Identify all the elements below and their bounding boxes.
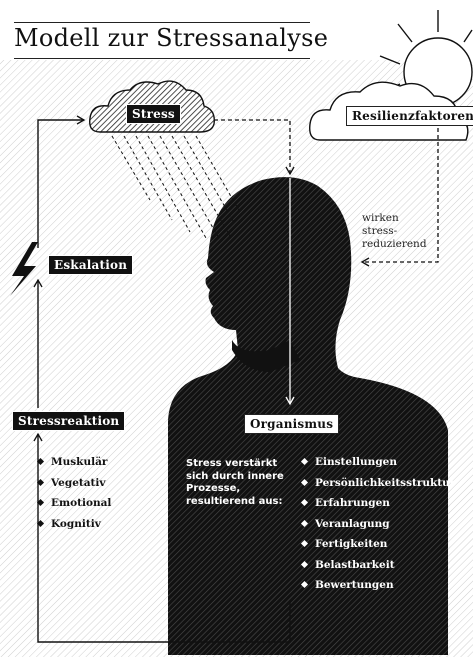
page-title: Modell zur Stressanalyse: [14, 24, 329, 52]
organism-description-line: resultierend aus:: [186, 495, 283, 507]
bullet-icon: [300, 457, 309, 466]
dashed-arrows: [214, 119, 439, 267]
list-item: Erfahrungen: [300, 497, 455, 518]
feedback-loop-arrows: [33, 115, 291, 643]
lightning-icon: [10, 242, 38, 296]
stress-reaction-label: Stressreaktion: [12, 411, 126, 431]
list-item: Einstellungen: [300, 456, 455, 477]
list-item-label: Fertigkeiten: [315, 538, 388, 550]
reaction-list: Muskulär Vegetativ Emotional Kognitiv: [36, 456, 111, 538]
resilience-label: Resilienzfaktoren: [346, 106, 473, 126]
list-item: Vegetativ: [36, 477, 111, 498]
list-item: Muskulär: [36, 456, 111, 477]
stress-label: Stress: [126, 104, 181, 124]
resilience-note-line: wirken: [362, 212, 399, 224]
bullet-icon: [300, 519, 309, 527]
list-item-label: Belastbarkeit: [315, 558, 395, 571]
bullet-icon: [300, 560, 309, 568]
bullet-icon: [36, 498, 45, 507]
bullet-icon: [36, 519, 45, 527]
escalation-label: Eskalation: [48, 255, 134, 275]
list-item-label: Bewertungen: [315, 579, 394, 591]
organism-description-line: Prozesse,: [186, 483, 241, 494]
list-item: Bewertungen: [300, 579, 455, 600]
organism-description-line: sich durch innere: [186, 470, 284, 482]
title-rule-top: [14, 22, 310, 23]
list-item-label: Muskulär: [51, 456, 108, 468]
list-item: Emotional: [36, 497, 111, 518]
resilience-note-line: stress-: [362, 225, 398, 237]
list-item: Persönlichkeitsstruktur: [300, 477, 455, 498]
list-item-label: Kognitiv: [51, 517, 101, 530]
list-item: Fertigkeiten: [300, 538, 455, 559]
list-item-label: Erfahrungen: [315, 497, 390, 509]
list-item: Belastbarkeit: [300, 559, 455, 580]
resilience-note: wirken stress- reduzierend: [362, 212, 427, 251]
organism-description-line: Stress verstärkt: [186, 458, 278, 469]
list-item-label: Einstellungen: [315, 456, 397, 468]
organism-label: Organismus: [244, 414, 340, 434]
list-item-label: Persönlichkeitsstruktur: [315, 476, 456, 489]
title-rule-bottom: [14, 58, 310, 59]
organism-factors-list: Einstellungen Persönlichkeitsstruktur Er…: [300, 456, 455, 600]
list-item-label: Veranlagung: [315, 517, 390, 530]
list-item: Veranlagung: [300, 518, 455, 539]
bullet-icon: [300, 498, 309, 507]
list-item: Kognitiv: [36, 518, 111, 539]
organism-description: Stress verstärkt sich durch innere Proze…: [186, 458, 284, 508]
list-item-label: Emotional: [51, 497, 112, 509]
bullet-icon: [300, 478, 309, 486]
bullet-icon: [36, 478, 45, 486]
resilience-note-line: reduzierend: [362, 238, 427, 250]
bullet-icon: [36, 457, 45, 466]
list-item-label: Vegetativ: [51, 476, 106, 489]
bullet-icon: [300, 580, 309, 589]
bullet-icon: [300, 539, 309, 548]
